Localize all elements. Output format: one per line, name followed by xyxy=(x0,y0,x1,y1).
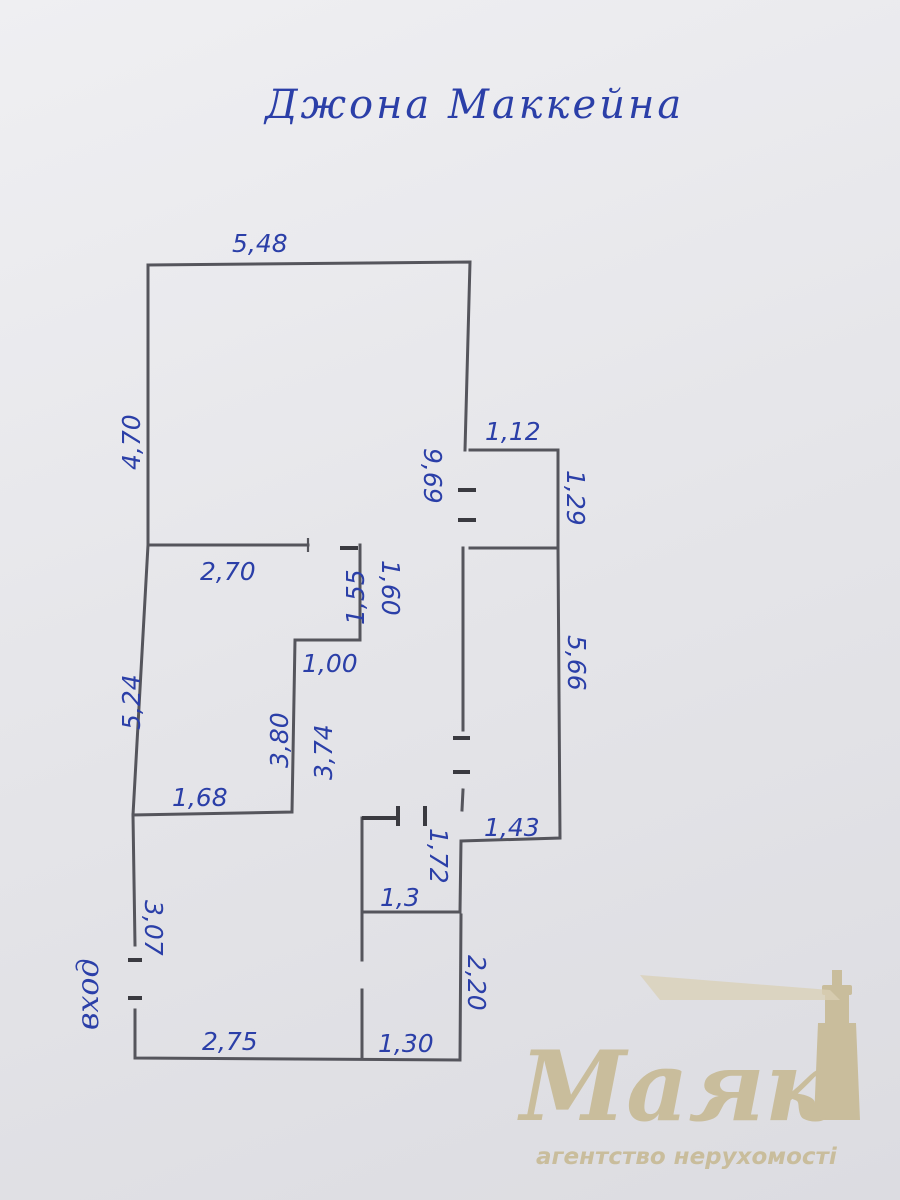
dim-niche-a: 3,80 xyxy=(265,712,294,768)
dim-right-long: 9,69 xyxy=(418,448,447,504)
inner-wall-step xyxy=(131,543,362,817)
dim-bottom-right: 1,30 xyxy=(378,1029,434,1058)
dim-step-a: 1,55 xyxy=(341,569,370,625)
street-title: Джона Маккейна xyxy=(263,82,684,128)
dim-top-width: 5,48 xyxy=(232,229,288,258)
agency-logo: Маяк агентство нерухомості xyxy=(517,970,860,1170)
outer-wall-left xyxy=(131,263,150,947)
dim-toilet-depth: 1,72 xyxy=(424,828,453,884)
logo-wordmark: Маяк xyxy=(517,1030,831,1143)
dim-left-upper: 4,70 xyxy=(117,414,146,470)
dim-left-middle: 5,24 xyxy=(117,674,146,730)
dim-step-b: 1,60 xyxy=(376,560,405,616)
bathroom-walls xyxy=(468,448,560,550)
outer-wall-bottom xyxy=(133,913,463,1062)
dim-inner-wall-lower: 1,68 xyxy=(172,783,228,812)
door-marks xyxy=(128,488,476,1000)
logo-tagline: агентство нерухомості xyxy=(536,1144,838,1170)
dim-corridor-right: 5,66 xyxy=(562,635,591,691)
lighthouse-icon xyxy=(814,970,860,1120)
light-beam xyxy=(640,975,840,1000)
corridor-right-wall xyxy=(460,546,562,843)
dim-step-c: 1,00 xyxy=(302,649,358,678)
dim-toilet-width: 1,3 xyxy=(380,883,420,912)
dim-inner-wall-upper: 2,70 xyxy=(200,557,256,586)
dim-bottom-left: 2,75 xyxy=(202,1027,258,1056)
dim-hall-right: 2,20 xyxy=(462,955,491,1011)
dim-corridor-step: 1,43 xyxy=(484,813,540,842)
corridor-stub xyxy=(460,788,465,812)
dim-left-lower: 3,07 xyxy=(139,900,168,956)
walls xyxy=(131,260,562,1062)
dim-bath-side: 1,29 xyxy=(561,470,590,526)
entrance-label: вход xyxy=(71,959,106,1030)
dimension-labels: 5,48 4,70 2,70 1,12 9,69 1,29 1,55 1,60 … xyxy=(117,229,591,1058)
dim-niche-b: 3,74 xyxy=(309,724,338,780)
outer-wall-top-right xyxy=(146,260,472,452)
dim-bath-top: 1,12 xyxy=(485,417,541,446)
toilet-walls xyxy=(360,816,463,914)
